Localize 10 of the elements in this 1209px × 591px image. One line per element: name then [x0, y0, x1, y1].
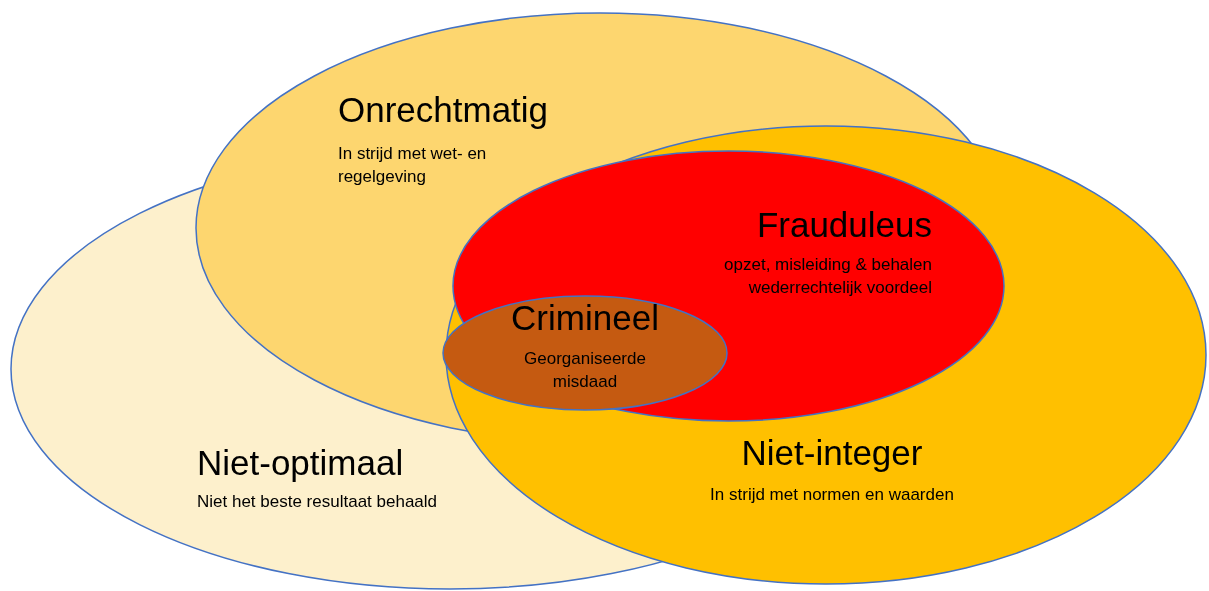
- region-heading: Frauduleus: [755, 205, 932, 245]
- region-description: In strijd met wet- en regelgeving: [338, 143, 488, 188]
- region-heading: Niet-integer: [740, 433, 924, 473]
- region-description: In strijd met normen en waarden: [709, 484, 955, 506]
- region-description: opzet, misleiding & behalen wederrechtelijk voordeel: [723, 254, 932, 299]
- region-description: Georganiseerde misdaad: [523, 348, 647, 393]
- region-heading: Crimineel: [510, 298, 660, 338]
- region-heading: Onrechtmatig: [338, 90, 550, 130]
- region-description: Niet het beste resultaat behaald: [197, 491, 439, 513]
- region-heading: Niet-optimaal: [197, 443, 405, 483]
